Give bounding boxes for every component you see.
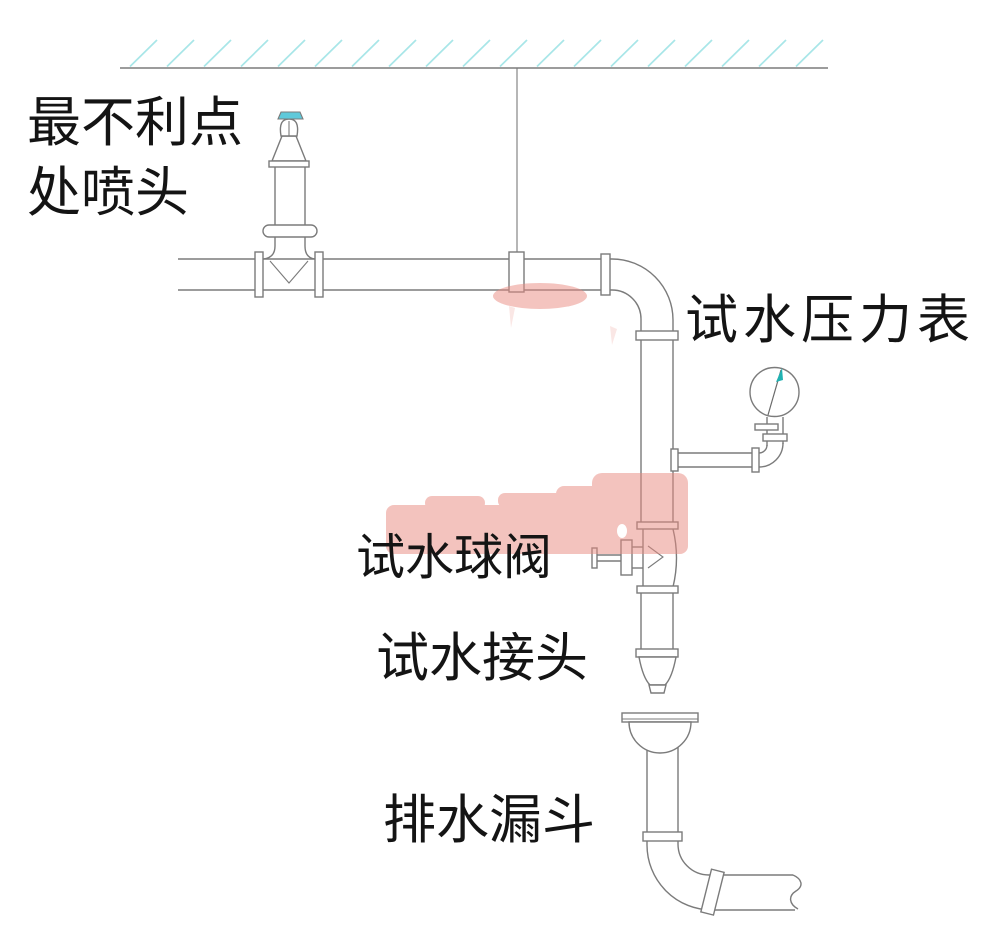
drain-elbow-inner	[677, 843, 710, 876]
connector-collar	[635, 648, 679, 658]
gauge-needle-tip	[776, 368, 783, 382]
sprinkler-skirt	[262, 224, 318, 238]
ball-valve-label: 试水球阀	[356, 530, 553, 585]
ceiling	[120, 39, 828, 69]
watermark	[386, 283, 688, 554]
tee-flange-left	[254, 251, 264, 298]
connector-outlet	[648, 684, 667, 694]
connector-cone	[638, 656, 677, 686]
gauge-coupling	[762, 433, 788, 442]
drain-pipe	[642, 747, 802, 916]
branch-flange	[670, 448, 679, 472]
elbow-outer	[611, 258, 674, 321]
valve-flange-bottom	[636, 585, 679, 594]
watermark-faint	[509, 306, 617, 345]
drain-funnel-label: 排水漏斗	[383, 792, 595, 850]
pipe-coupling	[635, 330, 679, 341]
drain-funnel-icon	[621, 712, 699, 754]
pipe-coupling	[642, 831, 683, 842]
gauge-cock	[754, 423, 779, 431]
flow-arrow-down	[269, 260, 309, 284]
tee-flange-right	[314, 251, 324, 298]
elbow-inner	[611, 289, 642, 320]
sprinkler-head-icon	[254, 111, 324, 298]
pipe-coupling	[600, 253, 611, 296]
test-connector-label: 试水接头	[376, 630, 588, 688]
sprinkler-body	[270, 135, 308, 162]
pressure-gauge-label: 试水压力表	[685, 292, 975, 350]
sprinkler-label: 最不利点 处喷头	[27, 93, 243, 223]
pressure-gauge-icon	[670, 366, 800, 473]
sprinkler-deflector	[277, 111, 304, 120]
branch-coupling	[751, 447, 760, 473]
drain-elbow-outer	[646, 844, 713, 911]
test-connector-icon	[635, 593, 679, 694]
ceiling-hatch-icon	[129, 39, 824, 68]
funnel-bowl	[628, 721, 692, 754]
funnel-rim	[621, 712, 699, 723]
branch-pipe	[178, 251, 674, 321]
slanted-coupling	[700, 868, 725, 916]
pipe-break-icon	[789, 874, 802, 910]
sprinkler-collar	[268, 160, 310, 168]
